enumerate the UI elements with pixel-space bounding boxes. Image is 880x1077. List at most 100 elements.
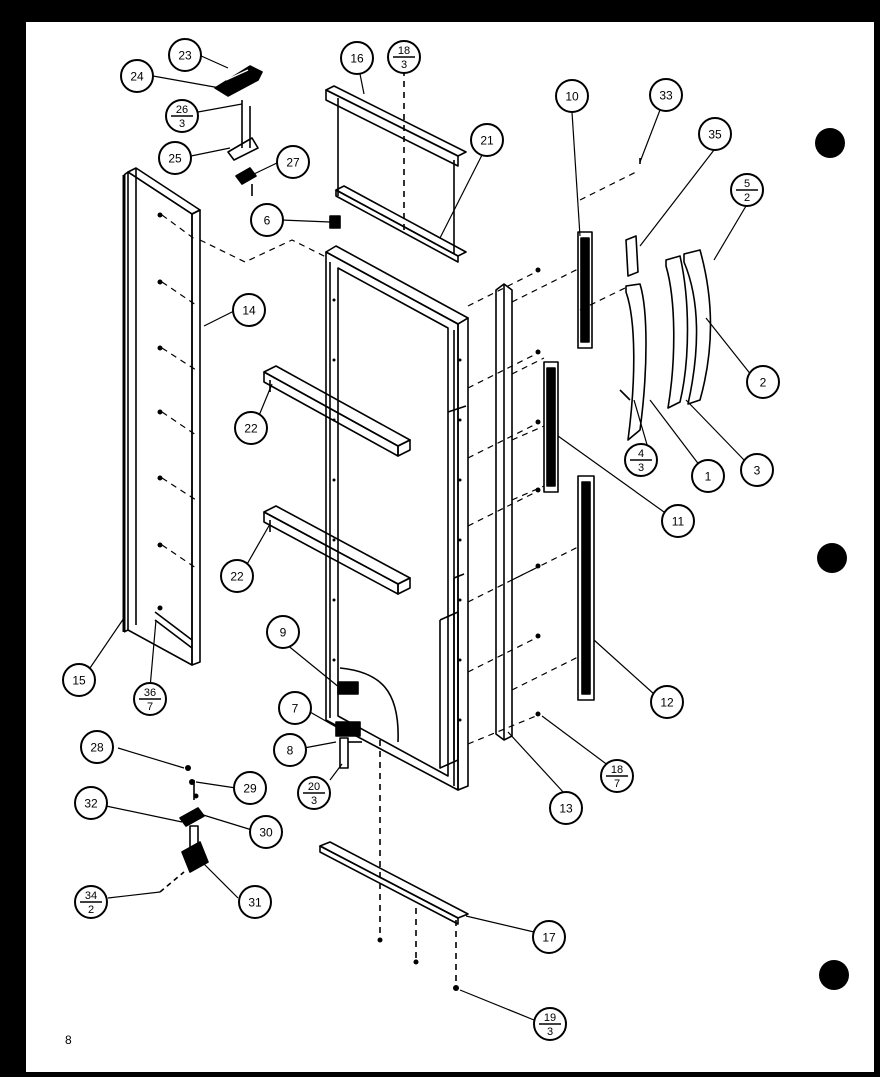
callout-c16: 16 [340,41,374,75]
callout-number: 21 [480,134,494,148]
callout-number: 23 [178,49,192,63]
callout-circle [80,730,114,764]
callout-circle [661,504,695,538]
callout-circle [746,365,780,399]
callout-subnumber: 7 [147,701,153,713]
callout-circle [234,411,268,445]
callout-c8: 8 [273,733,307,767]
callout-number: 9 [280,626,287,640]
callout-circle [158,141,192,175]
callout-number: 18 [611,764,623,776]
callout-number: 35 [708,128,722,142]
callout-number: 29 [243,782,257,796]
callout-subnumber: 7 [614,778,620,790]
hinge-bracket-part [335,681,381,940]
screw-part [329,215,341,229]
callout-c22b: 22 [220,559,254,593]
callout-c20: 203 [297,776,331,810]
callout-c10: 10 [555,79,589,113]
callout-number: 28 [90,741,104,755]
callout-c7: 7 [278,691,312,725]
callout-number: 12 [660,696,674,710]
callout-number: 34 [85,890,97,902]
callout-number: 7 [292,702,299,716]
callout-number: 32 [84,797,98,811]
callout-circle [691,459,725,493]
callout-number: 14 [242,304,256,318]
callout-circle [470,123,504,157]
callout-number: 18 [398,45,410,57]
callout-number: 36 [144,687,156,699]
handle-part [619,158,712,441]
callout-subnumber: 3 [401,59,407,71]
callout-c4: 43 [624,443,658,477]
side-trim-part [495,283,513,741]
callout-c6: 6 [250,203,284,237]
callout-number: 2 [760,376,767,390]
callout-circle [649,78,683,112]
callout-number: 33 [659,89,673,103]
callout-c2: 2 [746,365,780,399]
top-hinge-part [214,65,263,196]
callout-c31: 31 [238,885,272,919]
callout-number: 31 [248,896,262,910]
callout-number: 13 [559,802,573,816]
callout-number: 11 [672,515,685,529]
callout-subnumber: 3 [638,462,644,474]
page-number: 8 [65,1033,72,1047]
callout-circle [740,453,774,487]
callout-c32: 32 [74,786,108,820]
callout-c1: 1 [691,459,725,493]
callout-c35: 35 [698,117,732,151]
callout-c30: 30 [249,815,283,849]
callout-circle [276,145,310,179]
bottom-rail-part [319,841,469,988]
callout-c29: 29 [233,771,267,805]
shelf-bracket-part [263,365,411,595]
callout-c22a: 22 [234,411,268,445]
callout-circle [650,685,684,719]
callout-number: 30 [259,826,273,840]
callout-c27: 27 [276,145,310,179]
callout-number: 22 [244,422,258,436]
callout-number: 6 [264,214,271,228]
callout-circle [555,79,589,113]
callout-number: 22 [230,570,244,584]
callout-circle [238,885,272,919]
callout-circle [698,117,732,151]
callout-circle [549,791,583,825]
callout-circle [340,41,374,75]
callout-c3: 3 [740,453,774,487]
door-panel-part [325,245,469,791]
callout-c19: 193 [533,1007,567,1041]
callout-subnumber: 3 [311,795,317,807]
callout-circle [220,559,254,593]
callout-c12: 12 [650,685,684,719]
bottom-hinge-part [159,780,209,893]
callout-c21: 21 [470,123,504,157]
callout-number: 15 [72,674,86,688]
callout-circle [62,663,96,697]
callout-c28: 28 [80,730,114,764]
callout-c26: 263 [165,99,199,133]
trim-strip-part [543,231,595,701]
callout-number: 10 [565,90,579,104]
callout-circle [278,691,312,725]
callout-circle [532,920,566,954]
top-rail-part [325,70,467,263]
callout-number: 8 [287,744,294,758]
callout-number: 25 [168,152,182,166]
callout-number: 27 [286,156,300,170]
callout-circle [250,203,284,237]
callout-circle [120,59,154,93]
callout-c24: 24 [120,59,154,93]
callout-c17: 17 [532,920,566,954]
callout-c33: 33 [649,78,683,112]
callout-number: 17 [542,931,556,945]
callout-subnumber: 2 [88,904,94,916]
callout-circle [232,293,266,327]
callout-c18b: 187 [600,759,634,793]
callout-c25: 25 [158,141,192,175]
